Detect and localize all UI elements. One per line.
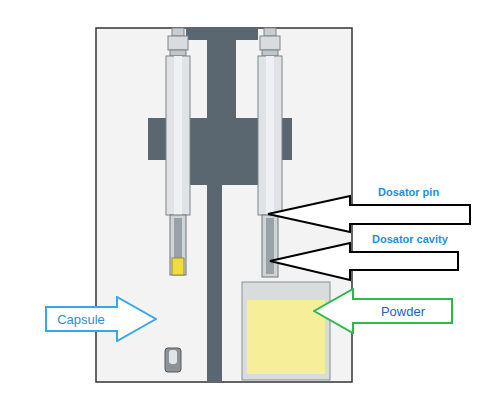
arrow-shape <box>46 297 156 341</box>
column-head <box>186 28 258 40</box>
left-holder-foot <box>190 160 207 185</box>
part-label: Dosator cavity <box>372 233 448 245</box>
right-dosator-pin <box>258 28 282 277</box>
center-divider <box>207 185 222 382</box>
part-label: Dosator pin <box>378 186 439 198</box>
left-dosator-pin <box>166 28 190 275</box>
arrow-label: Capsule <box>45 296 117 327</box>
arrow-shape <box>314 289 452 333</box>
capsule-arrow: Capsule <box>45 296 157 342</box>
right-holder-foot <box>236 160 258 185</box>
powder-container <box>242 282 330 380</box>
capsule-symbol <box>165 348 181 372</box>
powder-arrow: Powder <box>313 288 453 334</box>
cavity-pointer-arrow <box>270 243 458 280</box>
center-column <box>207 40 236 185</box>
arrow-label: Powder <box>353 288 453 319</box>
pin-pointer-arrow <box>268 196 470 232</box>
